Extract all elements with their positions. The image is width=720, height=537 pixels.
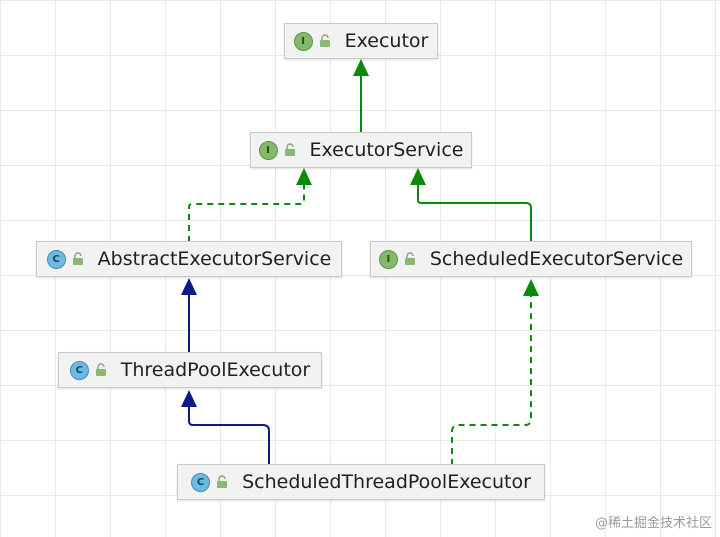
node-executorservice[interactable]: I ExecutorService xyxy=(250,132,472,168)
class-icon: C xyxy=(191,472,211,492)
arrowhead-threadpoolexecutor xyxy=(181,390,197,407)
node-threadpoolexecutor[interactable]: C ThreadPoolExecutor xyxy=(58,352,322,388)
unlock-icon xyxy=(217,475,228,488)
edge-abstractexecutorservice-to-executorservice xyxy=(188,184,305,242)
node-label: ExecutorService xyxy=(309,139,464,161)
node-abstractexecutorservice[interactable]: C AbstractExecutorService xyxy=(36,241,342,277)
arrowhead-scheduledexecutorservice xyxy=(523,279,539,296)
interface-icon: I xyxy=(258,140,278,160)
watermark: @稀土掘金技术社区 xyxy=(594,516,712,531)
edge-scheduledthreadpoolexecutor-to-threadpoolexecutor xyxy=(188,406,270,465)
class-icon: C xyxy=(46,249,66,269)
unlock-icon xyxy=(72,252,83,265)
node-scheduledthreadpoolexecutor[interactable]: C ScheduledThreadPoolExecutor xyxy=(177,464,545,500)
node-label: AbstractExecutorService xyxy=(97,248,332,270)
node-scheduledexecutorservice[interactable]: I ScheduledExecutorService xyxy=(370,241,692,277)
interface-icon: I xyxy=(293,31,313,51)
unlock-icon xyxy=(95,363,106,376)
node-label: Executor xyxy=(344,30,429,52)
edge-scheduledexecutorservice-to-executorservice xyxy=(417,184,532,242)
arrowhead-executorservice-right xyxy=(410,168,426,185)
interface-icon: I xyxy=(378,249,398,269)
arrowhead-abstractexecutorservice xyxy=(181,278,197,295)
unlock-icon xyxy=(404,252,415,265)
class-icon: C xyxy=(69,360,89,380)
node-label: ScheduledExecutorService xyxy=(429,248,684,270)
unlock-icon xyxy=(319,34,330,47)
node-label: ThreadPoolExecutor xyxy=(120,359,311,381)
edge-scheduledthreadpoolexecutor-to-scheduledexecutorservice xyxy=(451,296,532,465)
node-executor[interactable]: I Executor xyxy=(284,23,438,59)
arrowhead-executor xyxy=(353,59,369,76)
unlock-icon xyxy=(284,143,295,156)
arrowhead-executorservice-left xyxy=(296,168,312,185)
node-label: ScheduledThreadPoolExecutor xyxy=(242,471,531,493)
